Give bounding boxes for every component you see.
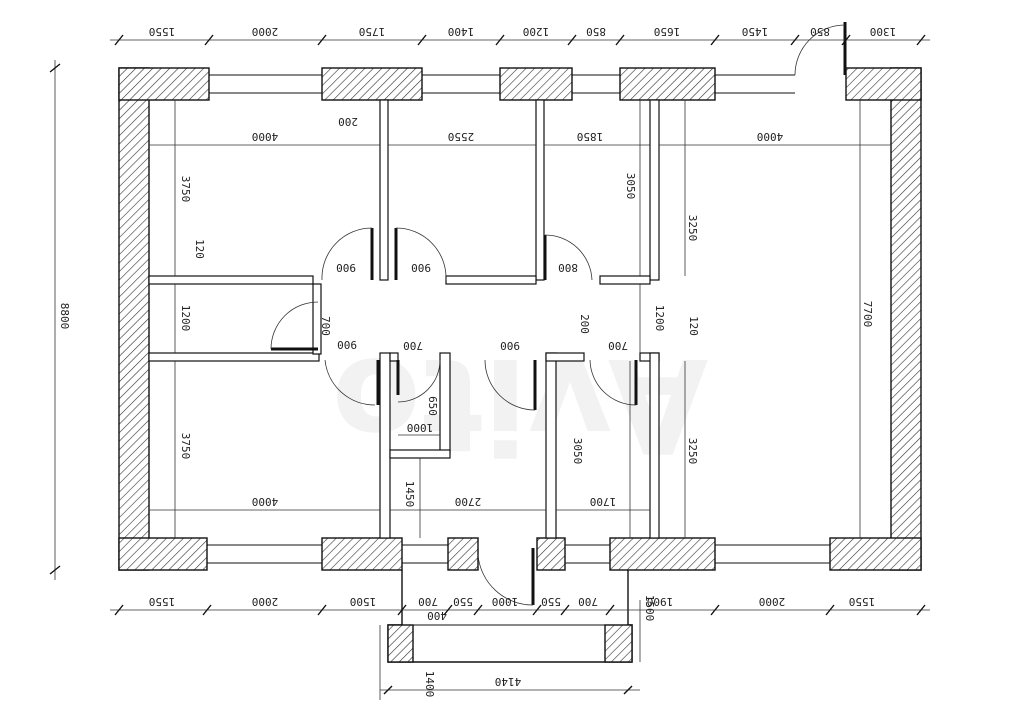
dim-bottom-1: 1550: [149, 595, 176, 608]
room-tc-width: 2550: [448, 130, 475, 143]
door-swings: [270, 24, 846, 606]
room-tl-width: 4000: [252, 130, 279, 143]
dim-porch-width: 4140: [495, 675, 522, 688]
partition-120-right: 120: [687, 316, 700, 336]
dim-bottom-4: 700: [418, 595, 438, 608]
room-tr-width: 1850: [577, 130, 604, 143]
corridor-height-left: 1200: [179, 305, 192, 332]
door-bl-label: 700: [403, 339, 423, 352]
door-labels: 900 900 800 900 700 700 900 700 1000: [319, 261, 628, 608]
dim-bottom-11: 1550: [849, 595, 876, 608]
door-tr-label: 800: [558, 261, 578, 274]
dim-top-8: 1450: [742, 25, 769, 38]
corridor-height-right: 1200: [653, 305, 666, 332]
room-tl-height: 3750: [179, 176, 192, 203]
door-br-label: 700: [608, 339, 628, 352]
dim-bottom-7: 550: [541, 595, 561, 608]
room-right-upper: 3250: [686, 215, 699, 242]
hall-height: 1450: [403, 481, 416, 508]
room-right-width: 4000: [757, 130, 784, 143]
dim-top-4: 1400: [448, 25, 475, 38]
door-leaves: [271, 22, 847, 605]
door-tc-label: 900: [411, 261, 431, 274]
dim-top-7: 1650: [654, 25, 681, 38]
overall-dimension-labels: 8800 4140 1400 1500 400: [58, 303, 656, 698]
dim-bottom-8: 700: [578, 595, 598, 608]
dim-porch-depth: 1400: [423, 671, 436, 698]
partition-200-top: 200: [338, 115, 358, 128]
dim-top-1: 1550: [149, 25, 176, 38]
dim-top-10: 1300: [870, 25, 897, 38]
room-bl-width: 4000: [252, 495, 279, 508]
dim-porch-small: 1500: [643, 595, 656, 622]
hall-width: 2700: [455, 495, 482, 508]
closet-height: 650: [426, 396, 439, 416]
internal-partitions: [148, 99, 660, 539]
room-right-height: 7700: [861, 301, 874, 328]
door-left-width-label: 700: [319, 316, 332, 336]
dimension-ticks: [49, 34, 926, 695]
closet-width: 1000: [407, 421, 434, 434]
room-bl-height: 3750: [179, 433, 192, 460]
door-left-label: 900: [337, 338, 357, 351]
dim-top-6: 850: [586, 25, 606, 38]
dim-top-5: 1200: [523, 25, 550, 38]
porch: [387, 570, 633, 663]
room-dimension-labels: 4000 3750 2550 1850 3050 4000 3250 7700 …: [179, 115, 874, 508]
door-tl-label: 900: [336, 261, 356, 274]
dim-top-9: 850: [810, 25, 830, 38]
outer-walls: [118, 67, 922, 571]
partition-200-right: 200: [578, 314, 591, 334]
dim-bottom-2: 2000: [252, 595, 279, 608]
door-corridor-label: 900: [500, 339, 520, 352]
dim-bottom-10: 2000: [759, 595, 786, 608]
dim-bottom-6: 1000: [492, 595, 519, 608]
room-right-lower: 3250: [686, 438, 699, 465]
dim-bottom-5: 550: [453, 595, 473, 608]
room-br-height: 3050: [571, 438, 584, 465]
dim-bottom-9: 1900: [647, 595, 674, 608]
dim-bottom-3: 1500: [350, 595, 377, 608]
internal-dimension-lines: [149, 100, 891, 538]
bottom-dimension-labels: 1550 2000 1500 700 550 1000 550 700 1900…: [149, 595, 876, 608]
external-dimension-lines: [54, 39, 930, 700]
room-tr-height: 3050: [624, 173, 637, 200]
partition-120-left: 120: [193, 239, 206, 259]
dim-top-2: 2000: [252, 25, 279, 38]
room-br-width: 1700: [590, 495, 617, 508]
top-dimension-labels: 1550 2000 1750 1400 1200 850 1650 1450 8…: [149, 25, 897, 38]
door-entry-label: 1000: [492, 595, 519, 608]
dim-overall-height: 8800: [58, 303, 71, 330]
dim-top-3: 1750: [359, 25, 386, 38]
window-openings: [207, 74, 830, 564]
dim-porch-step: 400: [427, 609, 447, 622]
